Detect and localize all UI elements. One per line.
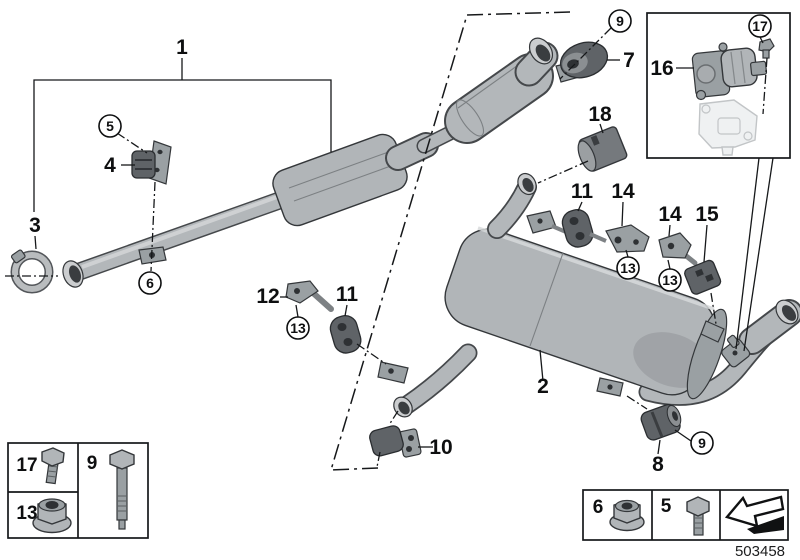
callout-9[interactable]: 9: [698, 435, 706, 451]
drawing-number: 503458: [735, 543, 785, 560]
section-boundary-line: [329, 11, 571, 471]
rubber-hanger-11a: [329, 315, 362, 354]
rubber-block-15: [684, 259, 722, 295]
callout-6[interactable]: 6: [146, 275, 154, 291]
bracket-14b: [658, 232, 698, 266]
callout-3[interactable]: 3: [29, 214, 41, 237]
callout-7[interactable]: 7: [623, 49, 635, 72]
callout-2[interactable]: 2: [537, 375, 549, 398]
rubber-hanger-11b: [561, 209, 594, 248]
circled-callout-13-a[interactable]: 13: [286, 316, 310, 340]
legend-cell-13-label[interactable]: 13: [16, 503, 37, 524]
circled-callout-6[interactable]: 6: [138, 271, 162, 295]
circled-callout-9-bottom[interactable]: 9: [690, 431, 714, 455]
bracket-12: [285, 280, 334, 312]
circled-callout-13-c[interactable]: 13: [658, 268, 682, 292]
callout-13[interactable]: 13: [620, 260, 636, 276]
callout-15[interactable]: 15: [695, 203, 719, 226]
rubber-mount-front: [131, 140, 172, 185]
circled-callout-5[interactable]: 5: [98, 114, 122, 138]
callout-11[interactable]: 11: [571, 180, 594, 203]
detail-box-pointer-line: [735, 157, 760, 350]
callout-5[interactable]: 5: [106, 118, 114, 134]
circled-callout-13-b[interactable]: 13: [616, 256, 640, 280]
fastener-legend-left: 17 13 9: [7, 442, 149, 539]
detail-box-pointer-line: [743, 157, 774, 352]
muffler-rear-bracket: [700, 320, 725, 343]
legend-cell-6-label[interactable]: 6: [593, 497, 604, 518]
callout-10[interactable]: 10: [429, 436, 452, 459]
hex-bolt-short-icon[interactable]: [41, 447, 65, 485]
rear-muffler-assembly: [377, 172, 800, 418]
callout-12[interactable]: 12: [256, 285, 279, 308]
detail-box-actuator: [646, 12, 791, 159]
callout-11[interactable]: 11: [336, 283, 359, 306]
callout-13[interactable]: 13: [290, 320, 306, 336]
circled-callout-9-top[interactable]: 9: [608, 9, 632, 33]
hex-bolt-long-icon[interactable]: [109, 449, 135, 530]
fastener-legend-right: 6 5: [582, 489, 789, 541]
bracket-14a: [589, 224, 650, 253]
circled-callout-17[interactable]: 17: [748, 14, 772, 38]
leader-lines: [5, 27, 768, 468]
callout-8[interactable]: 8: [652, 453, 664, 476]
exhaust-flap-actuator: [691, 38, 775, 156]
front-pipe-assembly: [62, 37, 584, 288]
callout-13[interactable]: 13: [662, 272, 678, 288]
callout-1[interactable]: 1: [176, 36, 188, 59]
callout-18[interactable]: 18: [588, 103, 612, 126]
callout-9[interactable]: 9: [616, 13, 624, 29]
callout-14[interactable]: 14: [611, 180, 635, 203]
connecting-sleeve: [577, 126, 628, 172]
hex-bolt-short-icon[interactable]: [686, 496, 710, 536]
callout-14[interactable]: 14: [658, 203, 682, 226]
rubber-mount-10: [369, 425, 422, 458]
legend-cell-9-label[interactable]: 9: [87, 453, 98, 474]
direction-arrow-icon: [724, 495, 785, 534]
legend-cell-17-label[interactable]: 17: [16, 455, 37, 476]
exhaust-clamp: [10, 249, 54, 294]
flange-nut-icon[interactable]: [609, 499, 645, 532]
actuator-bracket-ghost: [698, 99, 758, 149]
flange-nut-icon[interactable]: [32, 498, 72, 534]
rubber-bushing-8: [640, 404, 682, 441]
callout-16[interactable]: 16: [650, 57, 673, 80]
callout-4[interactable]: 4: [104, 154, 116, 177]
callout-17[interactable]: 17: [752, 18, 768, 34]
legend-cell-5-label[interactable]: 5: [661, 496, 672, 517]
